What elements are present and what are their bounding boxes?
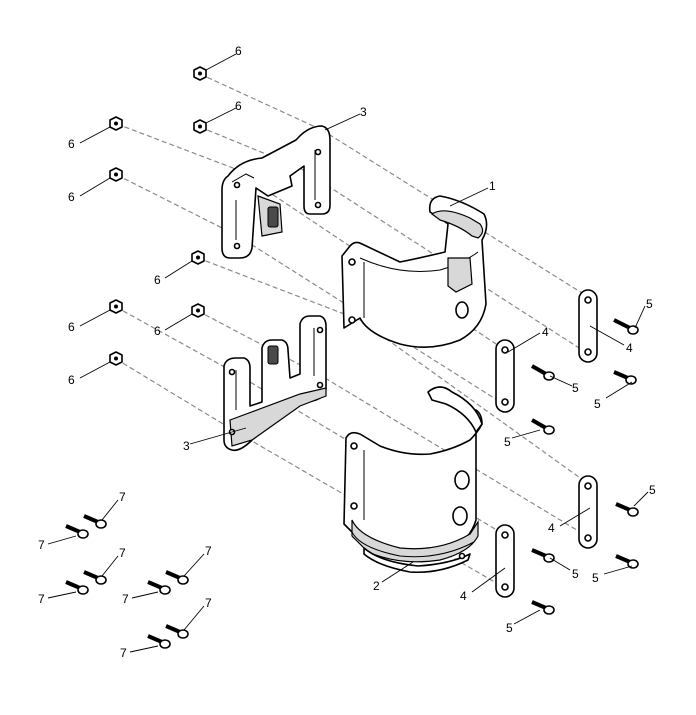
callout-5: 5 [592, 571, 599, 585]
nut-6-h [109, 351, 123, 366]
callout-7: 7 [122, 592, 129, 606]
callout-3: 3 [360, 105, 367, 119]
screw-7-g [165, 624, 189, 639]
screw-7-f [147, 580, 171, 595]
callout-1: 1 [489, 179, 496, 193]
callout-7: 7 [119, 490, 126, 504]
lower-bracket-plate [223, 315, 327, 452]
callout-6: 6 [68, 373, 75, 387]
upper-clamp-half [341, 195, 488, 348]
callout-6: 6 [235, 44, 242, 58]
strap-link-lower-left [495, 524, 515, 598]
callout-5: 5 [572, 381, 579, 395]
nut-6-e [191, 250, 205, 265]
nut-6-c [109, 116, 123, 131]
callout-6: 6 [68, 137, 75, 151]
screw-5-b [613, 370, 637, 385]
nut-6-d [109, 167, 123, 182]
leader-lines [47, 53, 649, 653]
callout-7: 7 [205, 596, 212, 610]
callout-4: 4 [460, 589, 467, 603]
screw-5-c [531, 364, 555, 381]
strap-link-upper-left [495, 339, 515, 413]
callout-6: 6 [68, 320, 75, 334]
screw-7-a [83, 514, 107, 529]
screw-7-c [83, 570, 107, 585]
callout-3: 3 [183, 439, 190, 453]
screw-5-g [531, 548, 555, 563]
callout-6: 6 [154, 324, 161, 338]
callout-4: 4 [548, 521, 555, 535]
screw-5-e [615, 502, 639, 517]
strap-link-upper-right [578, 289, 598, 363]
callout-2: 2 [373, 579, 380, 593]
callout-7: 7 [120, 646, 127, 660]
callout-5: 5 [506, 621, 513, 635]
screw-5-f [615, 554, 639, 569]
screw-7-b [65, 524, 89, 539]
callout-5: 5 [504, 435, 511, 449]
callout-6: 6 [154, 273, 161, 287]
strap-link-lower-right [578, 475, 598, 549]
nut-6-a [193, 66, 207, 81]
callout-7: 7 [119, 546, 126, 560]
callout-5: 5 [594, 397, 601, 411]
screw-5-h [531, 600, 555, 615]
callout-6: 6 [68, 190, 75, 204]
nut-6-b [193, 119, 207, 134]
upper-bracket-plate [221, 125, 331, 259]
lower-clamp-half [343, 386, 483, 574]
callout-labels: 1 2 3 3 4 4 4 4 5 5 5 5 5 5 5 5 6 6 6 6 … [38, 44, 656, 660]
screw-5-a [613, 318, 639, 335]
nut-6-f [109, 299, 123, 314]
nut-6-g [191, 303, 205, 318]
callout-4: 4 [542, 325, 549, 339]
callout-5: 5 [572, 567, 579, 581]
screw-7-d [65, 580, 89, 595]
screw-7-e [165, 570, 189, 585]
callout-5: 5 [649, 483, 656, 497]
screw-7-h [147, 634, 171, 649]
callout-4: 4 [626, 341, 633, 355]
callout-7: 7 [38, 538, 45, 552]
callout-7: 7 [38, 592, 45, 606]
callout-7: 7 [205, 544, 212, 558]
callout-5: 5 [646, 297, 653, 311]
screw-5-d [531, 418, 555, 435]
callout-6: 6 [235, 99, 242, 113]
